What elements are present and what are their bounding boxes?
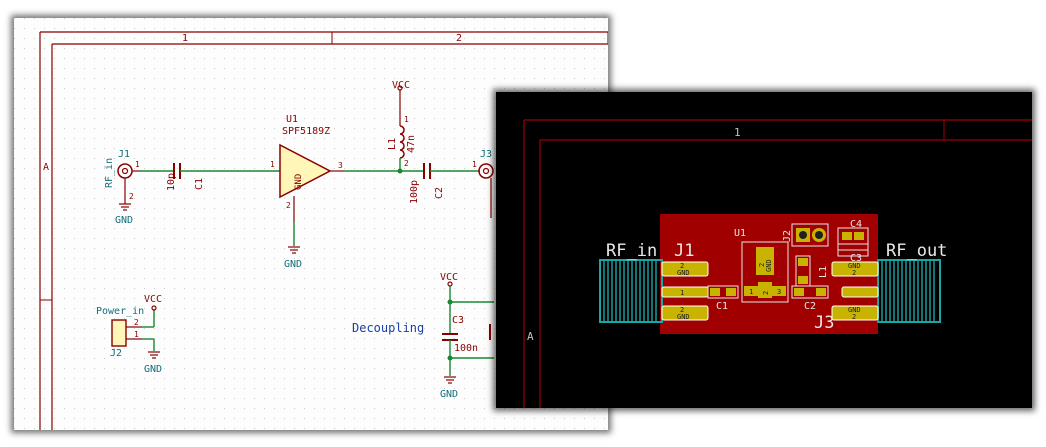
u1-ref-label: U1 xyxy=(286,114,298,125)
l1-value-label: 47n xyxy=(406,135,417,153)
u1-pin2-number: 2 xyxy=(286,201,291,210)
pcb-frame-row-a-label: A xyxy=(527,330,534,343)
pcb-j3-label: J3 xyxy=(814,313,834,333)
c3-value-label: 100n xyxy=(454,343,478,354)
j1-bot-pad-net: GND xyxy=(677,313,690,321)
j2-pin1-number: 1 xyxy=(134,330,139,339)
c2-ref-label: C2 xyxy=(434,187,445,199)
pcb-c3-label: C3 xyxy=(850,253,862,264)
j3-ref-label: J3 xyxy=(480,149,492,160)
amplifier-u1-symbol[interactable] xyxy=(279,143,344,222)
j2-pin2-number: 2 xyxy=(134,318,139,327)
c2-footprint[interactable] xyxy=(791,285,829,299)
pcb-j2-label: J2 xyxy=(782,230,793,242)
decoupling-note: Decoupling xyxy=(352,321,424,335)
pcb-c4-label: C4 xyxy=(850,219,862,230)
rf-in-net-label: RF_in xyxy=(104,158,115,188)
j2-ref-label: J2 xyxy=(110,348,122,359)
j1-gnd-label: GND xyxy=(115,215,133,226)
l1-pin2-number: 2 xyxy=(404,159,409,168)
j3-pads[interactable] xyxy=(831,261,879,321)
pcb-rf-out-label: RF_out xyxy=(886,241,947,261)
u1-gnd-label: GND xyxy=(284,259,302,270)
j3-pin1-number: 1 xyxy=(472,160,477,169)
frame-column-1-label: 1 xyxy=(182,33,188,44)
j1-pin2-number: 2 xyxy=(129,192,134,201)
l1-pin1-number: 1 xyxy=(404,115,409,124)
c4-footprint[interactable] xyxy=(837,227,869,251)
j2-supply-label: VCC xyxy=(144,294,162,305)
l1-supply-label: VCC xyxy=(392,80,410,91)
c3-gnd-label: GND xyxy=(440,389,458,400)
rf-in-connector-symbol[interactable] xyxy=(117,163,140,211)
schematic-frame xyxy=(39,31,608,430)
u1-pin3-number: 3 xyxy=(338,161,343,170)
pcb-frame-column-1-label: 1 xyxy=(734,126,741,139)
c3-supply-label: VCC xyxy=(440,272,458,283)
j1-top-pad-net: GND xyxy=(677,269,690,277)
j3-bot-pad-number: 2 xyxy=(852,313,856,321)
u1-right-pad-number: 3 xyxy=(777,288,781,296)
u1-top-pad-net: GND xyxy=(765,259,773,272)
j2-gnd-label: GND xyxy=(144,364,162,375)
pcb-c1-label: C1 xyxy=(716,301,728,312)
c3-ref-label: C3 xyxy=(452,315,464,326)
u1-top-pad-number: 2 xyxy=(758,263,766,267)
c3-footprint[interactable] xyxy=(837,243,869,257)
u1-part-label: SPF5189Z xyxy=(282,126,330,137)
c1-footprint[interactable] xyxy=(707,285,739,299)
c1-ref-label: C1 xyxy=(194,178,205,190)
pcb-editor-window[interactable]: 1 A xyxy=(496,92,1032,408)
pcb-rf-in-label: RF_in xyxy=(606,241,657,261)
j1-bot-pad-number: 2 xyxy=(680,306,684,314)
j2-footprint[interactable] xyxy=(791,223,829,247)
u1-gnd-pin-label: GND xyxy=(294,174,304,190)
u1-center-pad-number: 2 xyxy=(762,291,770,295)
pcb-u1-label: U1 xyxy=(734,228,746,239)
frame-row-a-label: A xyxy=(43,162,49,173)
j3-top-pad-number: 2 xyxy=(852,269,856,277)
decoupling-capacitor-c3-symbol[interactable] xyxy=(442,281,494,384)
j1-ref-label: J1 xyxy=(118,149,130,160)
frame-column-2-label: 2 xyxy=(456,33,462,44)
power-in-name-label: Power_in xyxy=(96,306,144,317)
u1-ground-symbol xyxy=(288,222,300,254)
c2-value-label: 100p xyxy=(409,180,420,204)
rf-out-connector-symbol[interactable] xyxy=(478,163,494,218)
u1-pin1-number: 1 xyxy=(270,160,275,169)
u1-left-pad-number: 1 xyxy=(749,288,753,296)
c1-value-label: 10p xyxy=(166,173,177,191)
pcb-frame xyxy=(523,119,1032,408)
pcb-l1-label: L1 xyxy=(818,266,829,278)
l1-ref-label: L1 xyxy=(387,138,398,150)
rf-in-sma-footprint[interactable] xyxy=(599,259,663,323)
pcb-canvas[interactable]: 1 A xyxy=(496,92,1032,408)
j1-mid-pad-number: 1 xyxy=(680,289,684,297)
power-in-connector-symbol[interactable] xyxy=(111,305,160,359)
inductor-l1-symbol[interactable] xyxy=(397,85,405,171)
j1-pin1-number: 1 xyxy=(135,160,140,169)
j1-top-pad-number: 2 xyxy=(680,262,684,270)
j3-top-pad-net: GND xyxy=(848,262,861,270)
j3-bot-pad-net: GND xyxy=(848,306,861,314)
u1-footprint[interactable] xyxy=(741,241,789,303)
pcb-c2-label: C2 xyxy=(804,301,816,312)
pcb-j1-label: J1 xyxy=(674,241,694,261)
